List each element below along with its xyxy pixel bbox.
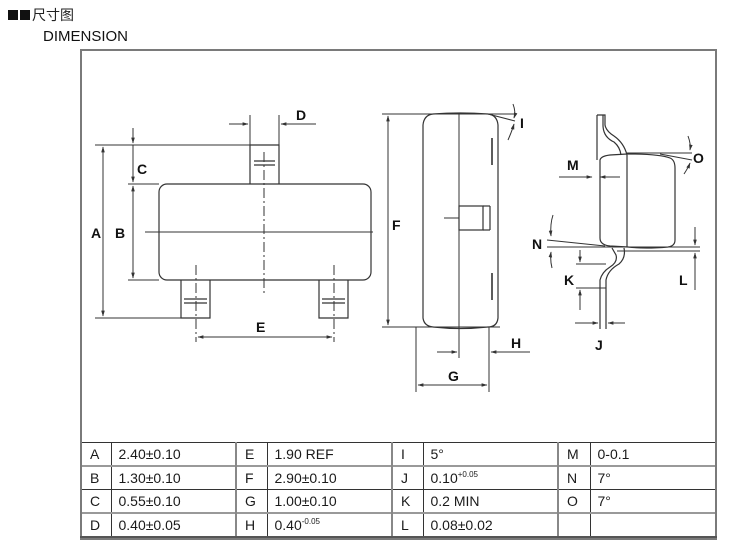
dimension-value: 0.10+0.05 [422, 465, 559, 490]
dim-label-k: K [564, 272, 574, 288]
dimension-symbol: C [80, 489, 112, 514]
dimension-tolerance: -0.05 [301, 517, 320, 526]
dimension-symbol: A [80, 442, 112, 467]
dim-label-h: H [511, 335, 521, 351]
side-view: F G H I [382, 103, 530, 392]
bottom-lead-left [180, 280, 211, 319]
dimension-value: 0.40±0.05 [110, 512, 237, 538]
dim-label-c: C [137, 161, 147, 177]
dimension-symbol: E [235, 442, 268, 467]
dimension-value-text: 0-0.1 [597, 446, 630, 462]
dimension-symbol: K [391, 489, 424, 514]
section-header-cn: 尺寸图 [8, 5, 74, 25]
side-view-body [422, 112, 499, 330]
dimension-value: 1.00±0.10 [266, 489, 393, 514]
dimension-symbol: D [80, 512, 112, 538]
dimension-value: 1.30±0.10 [110, 465, 237, 490]
dimension-value-text: 2.40±0.10 [118, 446, 181, 462]
dimension-symbol: F [235, 465, 268, 490]
dimension-value-text: 1.00±0.10 [274, 493, 337, 509]
dim-label-b: B [115, 225, 125, 241]
end-view-upper-lead [597, 114, 628, 156]
dimension-symbol: G [235, 489, 268, 514]
dimension-symbol: J [391, 465, 424, 490]
dimension-value-text: 2.90±0.10 [274, 470, 337, 486]
bottom-lead-right [318, 280, 349, 319]
bullet-square-icon [8, 10, 18, 20]
dim-label-m: M [567, 157, 579, 173]
dim-label-l: L [679, 272, 688, 288]
dim-label-e: E [256, 319, 265, 335]
dimension-value: 0-0.1 [589, 442, 717, 467]
end-view-body [599, 153, 676, 249]
dimension-value-text: 0.10 [430, 470, 458, 486]
dimension-symbol: M [557, 442, 591, 467]
dimension-symbol: I [391, 442, 424, 467]
dimension-value-text: 0.08±0.02 [430, 517, 493, 533]
dim-label-g: G [448, 368, 459, 384]
dimension-symbol: H [235, 512, 268, 538]
dimension-value-text: 1.90 REF [274, 446, 334, 462]
dimension-symbol: L [391, 512, 424, 538]
dimension-value: 2.40±0.10 [110, 442, 237, 467]
top-lead [249, 144, 280, 184]
dimension-value: 0.55±0.10 [110, 489, 237, 514]
dimension-symbol: N [557, 465, 591, 490]
dimension-value: 0.08±0.02 [422, 512, 559, 538]
dimension-value-text: 5° [430, 446, 444, 462]
dimension-value [589, 512, 717, 538]
dim-label-i: I [520, 115, 524, 131]
bullet-square-icon [20, 10, 30, 20]
drawing-frame [80, 49, 717, 540]
dimension-value-text: 0.2 MIN [430, 493, 480, 509]
dimension-tolerance: +0.05 [457, 470, 478, 479]
top-view: A B C D E [91, 107, 373, 342]
dimension-value-text: 0.40 [274, 517, 302, 533]
side-view-lead [458, 205, 484, 231]
dimension-value: 5° [422, 442, 559, 467]
dimension-value: 7° [589, 465, 717, 490]
dimension-symbol: O [557, 489, 591, 514]
dimension-symbol: B [80, 465, 112, 490]
dimension-value: 1.90 REF [266, 442, 393, 467]
dimension-value-text: 7° [597, 470, 611, 486]
end-view: M N O L K J [532, 114, 704, 353]
dimension-value: 7° [589, 489, 717, 514]
dimension-symbol [557, 512, 591, 538]
table-row: C 0.55±0.10 G 1.00±0.10 K 0.2 MIN O 7° [80, 489, 717, 514]
dim-label-n: N [532, 236, 542, 252]
dimension-value-text: 0.40±0.05 [118, 517, 181, 533]
dimension-value-text: 1.30±0.10 [118, 470, 181, 486]
dim-label-a: A [91, 225, 101, 241]
dim-label-j: J [595, 337, 603, 353]
dim-label-o: O [693, 150, 704, 166]
dim-label-f: F [392, 217, 401, 233]
dimension-value: 0.40-0.05 [266, 512, 393, 538]
dimension-value-text: 0.55±0.10 [118, 493, 181, 509]
dimension-value: 2.90±0.10 [266, 465, 393, 490]
section-title-en: DIMENSION [43, 28, 129, 45]
dimension-value-text: 7° [597, 493, 611, 509]
dim-label-d: D [296, 107, 306, 123]
table-row: A 2.40±0.10 E 1.90 REF I 5° M 0-0.1 [80, 442, 717, 467]
dimension-value: 0.2 MIN [422, 489, 559, 514]
section-title-cn: 尺寸图 [32, 7, 74, 23]
